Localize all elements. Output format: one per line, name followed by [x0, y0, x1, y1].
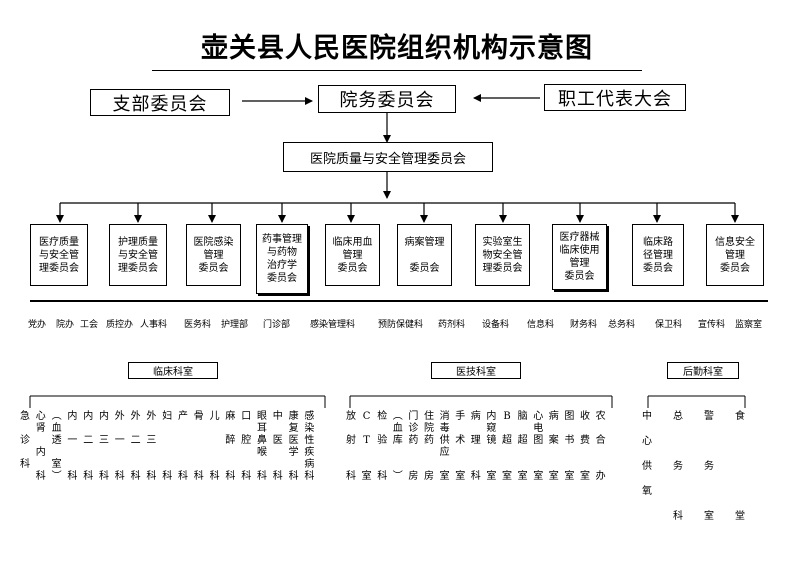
dept-column-label: 外 二 科: [130, 411, 141, 482]
dept-column-label: 内 二 科: [83, 411, 94, 482]
dept-column-label: 手 术 室: [455, 411, 466, 482]
dept-column-label: 警 务 室: [704, 411, 714, 522]
committee-box: 临床用血 管理 委员会: [325, 224, 380, 286]
workers-congress-box: 职工代表大会: [544, 84, 686, 111]
dept-column-label: 康 复 医 学 科: [288, 411, 299, 482]
committee-box: 医疗器械 临床使用 管理 委员会: [552, 224, 607, 290]
dept-label: 感染管理科: [310, 320, 356, 330]
dept-column-label: 中 医 科: [272, 411, 283, 482]
dept-label: 药剂科: [438, 320, 466, 330]
committee-box: 病案管理 委员会: [397, 224, 452, 286]
committee-box: 药事管理 与药物 治疗学 委员会: [256, 224, 308, 294]
dept-column-label: 妇 科: [162, 411, 173, 482]
dept-label: 人事科: [140, 320, 168, 330]
dept-column-label: 骨 科: [193, 411, 204, 482]
dept-column-label: 内 三 科: [99, 411, 109, 482]
dept-column-label: B 超 室: [502, 411, 512, 482]
dept-label: 医务科: [184, 320, 212, 330]
quality-safety-committee-box: 医院质量与安全管理委员会: [283, 142, 493, 172]
dept-label: 院办: [56, 320, 75, 330]
dept-label: 保卫科: [655, 320, 683, 330]
title-underline: [152, 70, 642, 71]
dept-column-label: 放 射 科: [346, 411, 356, 482]
dept-label: 质控办: [106, 320, 134, 330]
dept-column-label: ︵ 血 透 室 ︶: [51, 411, 62, 482]
dept-column-label: 消 毒 供 应 室: [439, 411, 450, 482]
dept-label: 护理部: [221, 320, 249, 330]
committee-box: 临床路 径管理 委员会: [632, 224, 684, 286]
dept-column-label: 内 窥 镜 室: [486, 411, 497, 482]
dept-column-label: 心 电 图 室: [533, 411, 544, 482]
dept-column-label: 住 院 药 房: [424, 411, 434, 482]
dept-column-label: 门 诊 药 房: [408, 411, 419, 482]
dept-column-label: 图 书 室: [564, 411, 575, 482]
dept-label: 宣传科: [698, 320, 726, 330]
dept-column-label: 眼 耳 鼻 喉 科: [257, 411, 267, 482]
dept-column-label: 食 堂: [735, 411, 745, 522]
committee-box: 医疗质量 与安全管 理委员会: [30, 224, 88, 286]
dept-column-label: 农 合 办: [595, 411, 606, 482]
dept-label: 设备科: [482, 320, 510, 330]
dept-label: 监察室: [735, 320, 763, 330]
dept-column-label: 内 一 科: [67, 411, 78, 482]
dept-column-label: 总 务 科: [673, 411, 683, 522]
dept-label: 总务科: [608, 320, 636, 330]
dept-label: 信息科: [527, 320, 555, 330]
medtech-category-box: 医技科室: [431, 362, 521, 379]
dept-column-label: 脑 超 室: [517, 411, 528, 482]
dept-column-label: 检 验 科: [377, 411, 388, 482]
logistics-category-box: 后勤科室: [667, 362, 739, 379]
dept-label: 财务科: [570, 320, 598, 330]
dept-column-label: 儿 科: [209, 411, 220, 482]
dept-column-label: 产 科: [178, 411, 188, 482]
dept-column-label: 麻 醉 科: [225, 411, 236, 482]
dept-column-label: C T 室: [361, 411, 372, 482]
hospital-affairs-committee-box: 院务委员会: [318, 85, 456, 113]
dept-column-label: 病 案 室: [548, 411, 559, 482]
committee-box: 医院感染 管理 委员会: [186, 224, 241, 286]
clinical-category-box: 临床科室: [128, 362, 218, 379]
committee-box: 信息安全 管理 委员会: [706, 224, 764, 286]
dept-column-label: 病 理 科: [470, 411, 481, 482]
dept-column-label: 心 肾 内 科: [35, 411, 46, 482]
dept-column-label: 外 一 科: [114, 411, 125, 482]
dept-label: 党办: [28, 320, 47, 330]
dept-label: 门诊部: [263, 320, 291, 330]
dept-column-label: 急 诊 科: [20, 411, 30, 470]
dept-column-label: 口 腔 科: [241, 411, 252, 482]
dept-column-label: 感 染 性 疾 病 科: [304, 411, 315, 482]
committee-box: 实验室生 物安全管 理委员会: [475, 224, 530, 286]
dept-column-label: 外 三 科: [146, 411, 157, 482]
dept-column-label: ︵ 血 库 ︶: [392, 411, 403, 482]
dept-column-label: 收 费 室: [580, 411, 590, 482]
party-branch-committee-box: 支部委员会: [90, 89, 230, 116]
page-title: 壶关县人民医院组织机构示意图: [201, 33, 593, 64]
dept-label: 预防保健科: [378, 320, 424, 330]
dept-column-label: 中 心 供 氧: [642, 411, 652, 497]
dept-label: 工会: [80, 320, 99, 330]
committee-box: 护理质量 与安全管 理委员会: [109, 224, 167, 286]
